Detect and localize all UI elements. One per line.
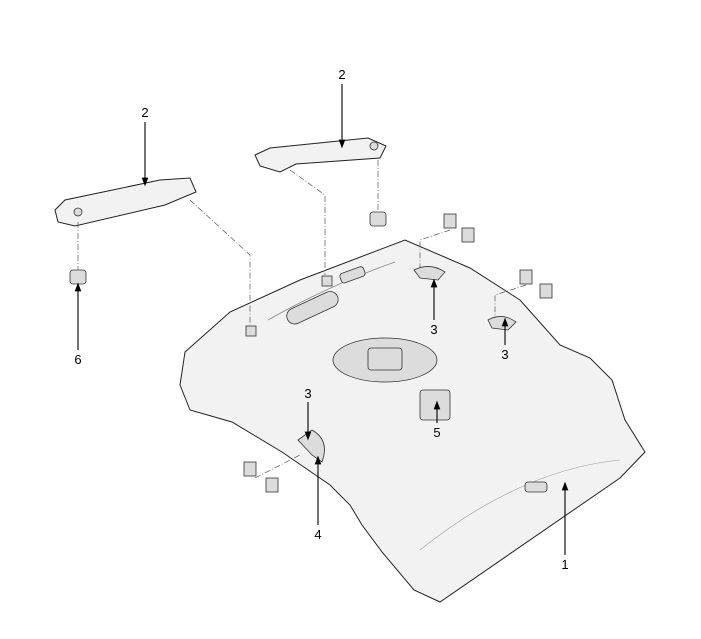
callout-room-lamp: 5 (433, 425, 440, 440)
assist-handle-front-right (413, 266, 446, 281)
callout-assist-handle-left: 3 (304, 386, 311, 401)
room-lamp (419, 389, 451, 421)
callout-sunvisor-right: 2 (338, 67, 345, 82)
callout-sunvisor-retainer: 6 (74, 352, 81, 367)
assist-handle-left (297, 429, 325, 463)
sunvisor-retainer-right (369, 211, 387, 227)
sunvisor-left (54, 177, 197, 227)
headliner (179, 239, 646, 603)
callout-sunvisor-left: 2 (141, 105, 148, 120)
sunvisor-right (254, 137, 387, 173)
sunvisor-retainer-left (69, 269, 87, 285)
callout-clip: 4 (314, 527, 321, 542)
assembly-lines (77, 160, 527, 479)
clips (243, 213, 553, 493)
callout-headliner: 1 (561, 557, 568, 572)
callout-assist-handle-front-right: 3 (430, 322, 437, 337)
callout-assist-handle-rear-right: 3 (501, 347, 508, 362)
